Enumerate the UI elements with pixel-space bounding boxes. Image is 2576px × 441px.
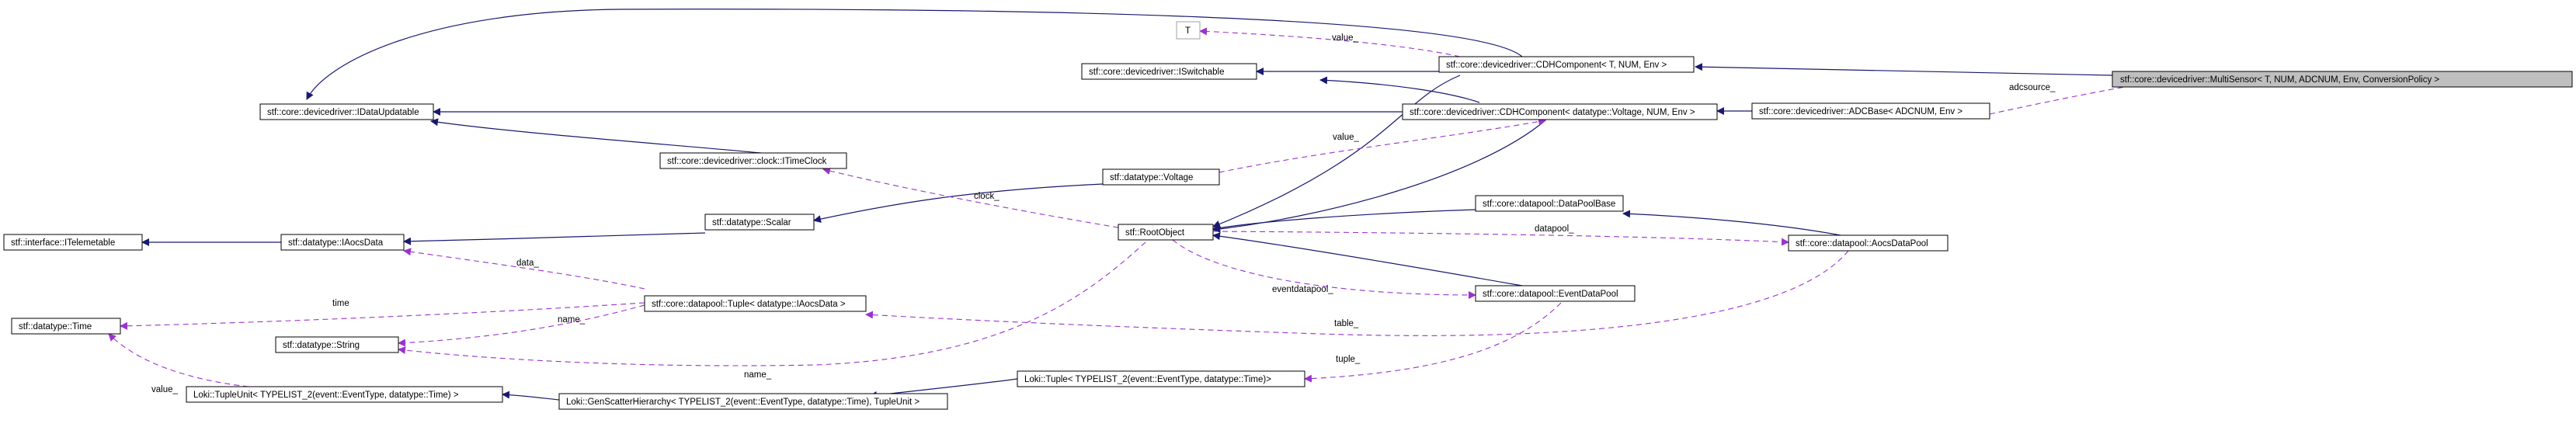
node-scalar[interactable]: stf::datatype::Scalar (704, 214, 815, 231)
edge-aocsdatapool-to-tuple (865, 250, 1849, 336)
svg-text:stf::core::devicedriver::CDHCo: stf::core::devicedriver::CDHComponent< d… (1410, 108, 1695, 117)
node-itelemetable[interactable]: stf::interface::ITelemetable (3, 234, 143, 251)
svg-text:stf::core::datapool::Tuple< da: stf::core::datapool::Tuple< datatype::IA… (652, 300, 846, 309)
edge-voltage-to-cdh-voltage (1218, 117, 1546, 173)
node-iaocsdata[interactable]: stf::datatype::IAocsData (280, 234, 405, 251)
node-loki-genscatterhierarchy[interactable]: Loki::GenScatterHierarchy< TYPELIST_2(ev… (558, 393, 948, 410)
svg-text:stf::datatype::Time: stf::datatype::Time (19, 322, 92, 332)
svg-text:T: T (1185, 26, 1191, 36)
edge-tuple-to-time (120, 302, 645, 330)
edge-itimeclock-to-rootobject (822, 167, 1128, 230)
node-eventdatapool[interactable]: stf::core::datapool::EventDataPool (1475, 285, 1636, 302)
svg-text:stf::datatype::IAocsData: stf::datatype::IAocsData (288, 238, 384, 248)
node-voltage[interactable]: stf::datatype::Voltage (1102, 168, 1220, 186)
edge-cdh-voltage-to-iswitchable (1319, 76, 1480, 103)
edge-label-name-tuple: name_ (558, 315, 586, 325)
nodes: stf::core::devicedriver::MultiSensor< T,… (3, 21, 2573, 410)
node-idataupdatable[interactable]: stf::core::devicedriver::IDataUpdatable (259, 103, 434, 120)
node-itimeclock[interactable]: stf::core::devicedriver::clock::ITimeClo… (659, 152, 847, 169)
edge-tupleunit-to-time (108, 333, 249, 387)
edge-multisensor-to-cdh-t (1695, 63, 2113, 76)
svg-text:stf::RootObject: stf::RootObject (1125, 228, 1185, 238)
node-rootobject[interactable]: stf::RootObject (1118, 224, 1214, 241)
svg-text:stf::core::devicedriver::IData: stf::core::devicedriver::IDataUpdatable (267, 108, 419, 117)
edge-cdh-t-to-idataupdatable (306, 9, 1523, 100)
node-aocsdatapool[interactable]: stf::core::datapool::AocsDataPool (1788, 234, 1949, 252)
node-tuple-iaocsdata[interactable]: stf::core::datapool::Tuple< datatype::IA… (644, 295, 867, 312)
edge-label-value-t: value_ (1332, 33, 1358, 43)
edge-aocsdatapool-to-datapoolbase (1622, 210, 1841, 236)
edge-cdh-voltage-to-rootobject (1212, 120, 1546, 233)
node-cdh-component-voltage[interactable]: stf::core::devicedriver::CDHComponent< d… (1402, 103, 1718, 120)
edge-eventdatapool-to-rootobject (1212, 232, 1523, 286)
svg-text:stf::datatype::String: stf::datatype::String (283, 341, 360, 350)
edge-label-value-time: value_ (151, 385, 178, 394)
edge-label-data: data_ (516, 259, 539, 268)
node-datapoolbase[interactable]: stf::core::datapool::DataPoolBase (1475, 195, 1624, 212)
edge-itimeclock-to-idataupdatable (430, 118, 762, 154)
svg-text:Loki::GenScatterHierarchy< TYP: Loki::GenScatterHierarchy< TYPELIST_2(ev… (566, 398, 920, 407)
node-loki-tupleunit[interactable]: Loki::TupleUnit< TYPELIST_2(event::Event… (186, 386, 503, 403)
edge-label-clock: clock_ (974, 192, 999, 201)
svg-text:Loki::Tuple< TYPELIST_2(event:: Loki::Tuple< TYPELIST_2(event::EventType… (1024, 375, 1271, 384)
edge-aocsdatapool-to-rootobject (1212, 231, 1789, 246)
edge-rootobject-to-string (398, 241, 1146, 366)
svg-text:stf::datatype::Scalar: stf::datatype::Scalar (712, 218, 791, 227)
edge-label-value-voltage: value_ (1333, 133, 1359, 142)
node-multisensor[interactable]: stf::core::devicedriver::MultiSensor< T,… (2112, 71, 2573, 88)
edge-label-time: time (332, 299, 349, 308)
edge-label-tuple: tuple_ (1336, 355, 1361, 364)
node-adcbase[interactable]: stf::core::devicedriver::ADCBase< ADCNUM… (1751, 102, 1990, 120)
edge-cdh-t-to-rootobject (1212, 75, 1461, 228)
edge-eventdatapool-to-lokituple (1304, 302, 1562, 383)
svg-text:stf::core::devicedriver::ISwit: stf::core::devicedriver::ISwitchable (1089, 68, 1225, 77)
edge-tuple-to-string (398, 304, 645, 347)
node-string[interactable]: stf::datatype::String (275, 336, 399, 353)
edge-voltage-to-scalar (813, 183, 1104, 223)
edge-label-adcsource: adcsource_ (2009, 83, 2056, 92)
node-loki-tuple[interactable]: Loki::Tuple< TYPELIST_2(event::EventType… (1017, 370, 1305, 387)
svg-text:stf::core::devicedriver::CDHCo: stf::core::devicedriver::CDHComponent< T… (1446, 61, 1667, 70)
edge-label-datapool: datapool_ (1535, 224, 1574, 234)
svg-text:stf::core::datapool::AocsDataP: stf::core::datapool::AocsDataPool (1796, 239, 1928, 248)
svg-text:stf::core::devicedriver::ADCBa: stf::core::devicedriver::ADCBase< ADCNUM… (1759, 107, 1962, 116)
node-time[interactable]: stf::datatype::Time (11, 318, 121, 335)
edge-label-eventdatapool: eventdatapool_ (1272, 285, 1333, 294)
node-cdh-component-t[interactable]: stf::core::devicedriver::CDHComponent< T… (1438, 56, 1695, 73)
edge-cdh-t-to-t (1199, 27, 1461, 57)
node-t[interactable]: T (1176, 21, 1201, 40)
svg-text:stf::core::datapool::DataPoolB: stf::core::datapool::DataPoolBase (1483, 200, 1615, 209)
svg-text:stf::datatype::Voltage: stf::datatype::Voltage (1110, 173, 1193, 182)
edge-label-name-root: name_ (744, 370, 772, 380)
edge-scalar-to-iaocsdata (403, 232, 706, 245)
svg-text:stf::core::devicedriver::clock: stf::core::devicedriver::clock::ITimeClo… (667, 157, 827, 166)
edge-label-table: table_ (1334, 319, 1359, 328)
svg-text:Loki::TupleUnit< TYPELIST_2(ev: Loki::TupleUnit< TYPELIST_2(event::Event… (193, 391, 459, 400)
svg-text:stf::core::devicedriver::Multi: stf::core::devicedriver::MultiSensor< T,… (2120, 75, 2439, 85)
edge-genscatter-to-tupleunit (502, 391, 560, 401)
edge-labels: value_ adcsource_ value_ clock_ datapool… (151, 33, 2056, 394)
node-iswitchable[interactable]: stf::core::devicedriver::ISwitchable (1081, 63, 1257, 80)
edge-datapoolbase-to-rootobject (1212, 209, 1476, 232)
edge-eventdatapool-to-rootobject (1172, 239, 1476, 299)
svg-text:stf::interface::ITelemetable: stf::interface::ITelemetable (11, 238, 115, 248)
edges (108, 9, 2152, 401)
edge-tuple-to-iaocsdata (403, 248, 645, 290)
svg-text:stf::core::datapool::EventData: stf::core::datapool::EventDataPool (1483, 290, 1618, 299)
